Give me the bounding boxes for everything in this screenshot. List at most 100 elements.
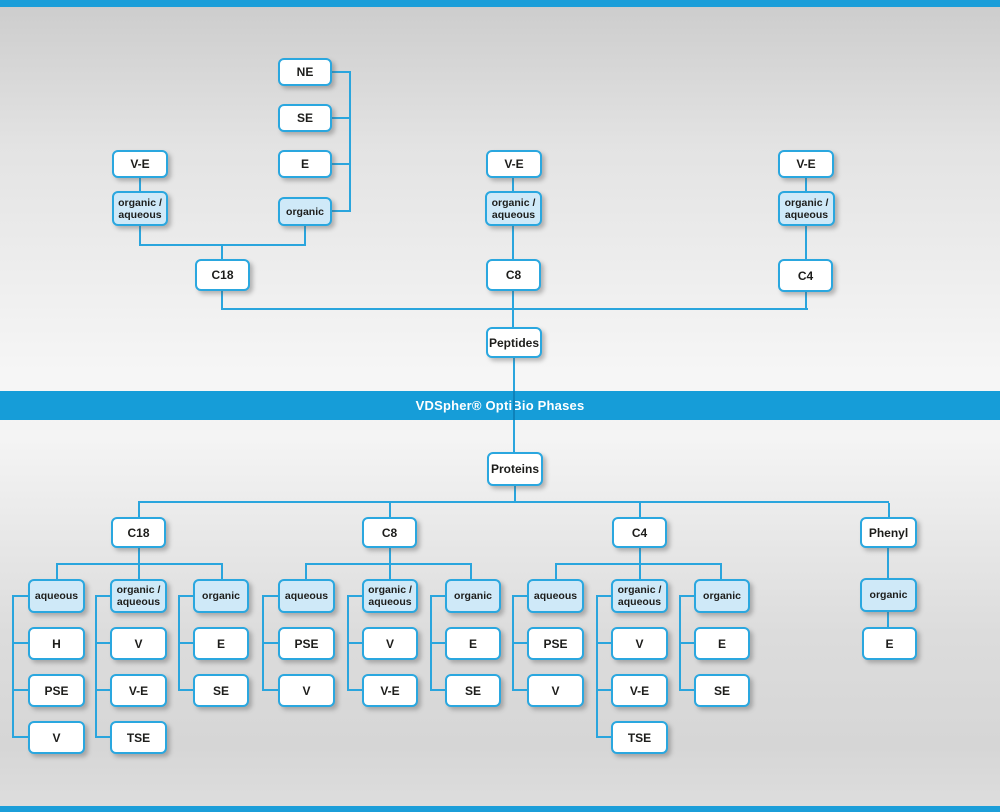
- connector-line: [681, 595, 694, 597]
- connector-line: [720, 565, 722, 579]
- box-p-c18-org-se: SE: [278, 104, 332, 132]
- connector-line: [56, 563, 223, 565]
- connector-line: [97, 595, 110, 597]
- box-p-c8-orgaq: organic / aqueous: [485, 191, 542, 226]
- box-p-c8: C8: [486, 259, 541, 291]
- connector-line: [805, 226, 807, 259]
- box-pr-c8-aq-v: V: [278, 674, 335, 707]
- connector-line: [97, 689, 110, 691]
- connector-line: [347, 595, 349, 691]
- connector-line: [598, 642, 611, 644]
- connector-line: [555, 565, 557, 579]
- connector-line: [514, 642, 527, 644]
- box-pr-c18: C18: [111, 517, 166, 548]
- connector-line: [639, 503, 641, 517]
- box-pr-c8-org-e: E: [445, 627, 501, 660]
- connector-line: [887, 548, 889, 578]
- box-pr-c4-aq-v: V: [527, 674, 584, 707]
- connector-line: [432, 595, 445, 597]
- connector-line: [180, 595, 193, 597]
- connector-line: [805, 178, 807, 191]
- box-pr-c8: C8: [362, 517, 417, 548]
- box-pr-phenyl: Phenyl: [860, 517, 917, 548]
- box-p-c18-organic: organic: [278, 197, 332, 226]
- box-pr-c4-orgaq-v: V: [611, 627, 668, 660]
- box-pr-phenyl-org-e: E: [862, 627, 917, 660]
- box-pr-c18-aq-pse: PSE: [28, 674, 85, 707]
- box-pr-c8-aq-pse: PSE: [278, 627, 335, 660]
- box-p-c18-org-ne: NE: [278, 58, 332, 86]
- box-p-c4-ve: V-E: [778, 150, 834, 178]
- connector-line: [512, 595, 514, 691]
- box-p-c4-orgaq: organic / aqueous: [778, 191, 835, 226]
- connector-line: [180, 689, 193, 691]
- connector-line: [262, 595, 264, 691]
- connector-line: [888, 503, 890, 517]
- box-pr-c8-orgaq-v: V: [362, 627, 418, 660]
- connector-line: [305, 563, 472, 565]
- box-pr-c8-orgaq: organic / aqueous: [362, 579, 418, 613]
- box-pr-c18-orgaq-ve: V-E: [110, 674, 167, 707]
- connector-line: [598, 736, 611, 738]
- connector-line: [264, 642, 278, 644]
- banner-title: VDSpher® OptiBio Phases: [415, 398, 585, 413]
- connector-line: [681, 689, 694, 691]
- connector-line: [139, 226, 141, 245]
- box-pr-c8-orgaq-ve: V-E: [362, 674, 418, 707]
- box-pr-c4-org-e: E: [694, 627, 750, 660]
- box-pr-c4-org: organic: [694, 579, 750, 613]
- box-pr-c8-aq: aqueous: [278, 579, 335, 613]
- connector-line: [513, 420, 515, 452]
- connector-line: [264, 595, 278, 597]
- box-pr-c18-org-se: SE: [193, 674, 249, 707]
- connector-line: [180, 642, 193, 644]
- box-pr-c18-orgaq: organic / aqueous: [110, 579, 167, 613]
- connector-line: [221, 291, 223, 308]
- connector-line: [598, 689, 611, 691]
- box-p-c18-org-e: E: [278, 150, 332, 178]
- connector-line: [512, 226, 514, 259]
- connector-line: [332, 210, 349, 212]
- connector-line: [805, 292, 807, 308]
- connector-line: [349, 595, 362, 597]
- connector-line: [221, 246, 223, 259]
- connector-line: [304, 226, 306, 245]
- connector-line: [514, 595, 527, 597]
- box-pr-c18-aq-h: H: [28, 627, 85, 660]
- box-p-c8-ve: V-E: [486, 150, 542, 178]
- connector-line: [139, 244, 306, 246]
- box-proteins: Proteins: [487, 452, 543, 486]
- connector-line: [221, 308, 808, 310]
- connector-line: [887, 612, 889, 627]
- connector-line: [596, 595, 598, 738]
- connector-line: [332, 71, 349, 73]
- connector-line: [138, 501, 889, 503]
- connector-line: [97, 736, 110, 738]
- connector-line: [221, 565, 223, 579]
- connector-line: [14, 642, 28, 644]
- box-pr-phenyl-org: organic: [860, 578, 917, 612]
- box-pr-c18-org: organic: [193, 579, 249, 613]
- connector-line: [513, 358, 515, 391]
- box-pr-c4-org-se: SE: [694, 674, 750, 707]
- connector-line: [138, 503, 140, 517]
- box-pr-c4-orgaq-ve: V-E: [611, 674, 668, 707]
- connector-line: [555, 563, 722, 565]
- box-pr-c18-org-e: E: [193, 627, 249, 660]
- box-pr-c8-org: organic: [445, 579, 501, 613]
- box-pr-c18-orgaq-v: V: [110, 627, 167, 660]
- box-pr-c18-aq-v: V: [28, 721, 85, 754]
- connector-line: [514, 486, 516, 501]
- connector-line: [178, 595, 180, 691]
- connector-line: [430, 595, 432, 691]
- connector-line: [12, 595, 14, 738]
- connector-line-through-banner: [513, 391, 515, 420]
- connector-line: [95, 595, 97, 738]
- box-pr-c8-org-se: SE: [445, 674, 501, 707]
- box-p-c18: C18: [195, 259, 250, 291]
- connector-line: [598, 595, 611, 597]
- box-pr-c4-aq: aqueous: [527, 579, 584, 613]
- connector-line: [681, 642, 694, 644]
- connector-line: [470, 565, 472, 579]
- connector-line: [349, 71, 351, 212]
